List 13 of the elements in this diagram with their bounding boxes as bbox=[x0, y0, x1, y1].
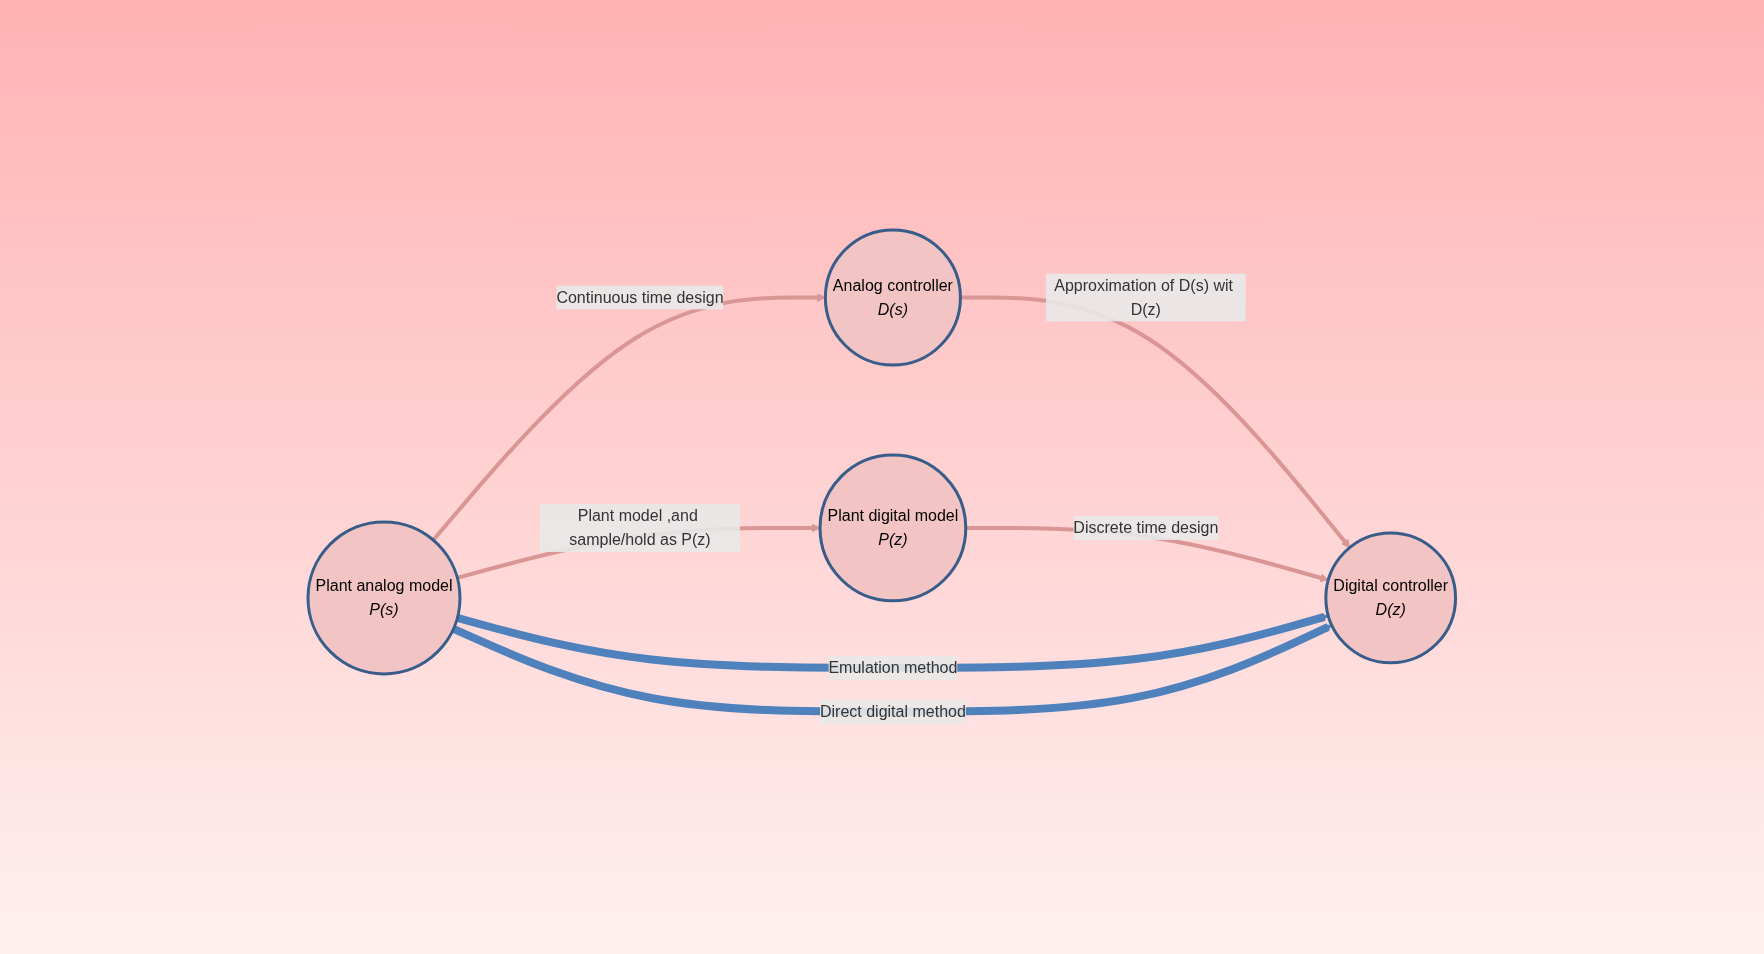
edge-label: Plant model ,and sample/hold as P(z) bbox=[569, 507, 711, 549]
arrow bbox=[452, 623, 1333, 716]
node-circle: Digital controller D(z) bbox=[1324, 531, 1458, 665]
edge-label: Approximation of D(s) wit D(z) bbox=[1054, 276, 1234, 318]
node-circle: Plant analog model P(s) bbox=[306, 520, 462, 676]
edge-label: Direct digital method bbox=[820, 702, 967, 720]
edge-label: Emulation method bbox=[828, 658, 958, 676]
edge-label: Continuous time design bbox=[556, 288, 724, 306]
node-circle: Analog controller D(s) bbox=[824, 228, 963, 367]
node-circle: Plant digital model P(z) bbox=[818, 453, 968, 603]
arrow bbox=[431, 293, 826, 542]
arrow bbox=[960, 295, 1351, 549]
edge-label: Discrete time design bbox=[1073, 519, 1219, 537]
